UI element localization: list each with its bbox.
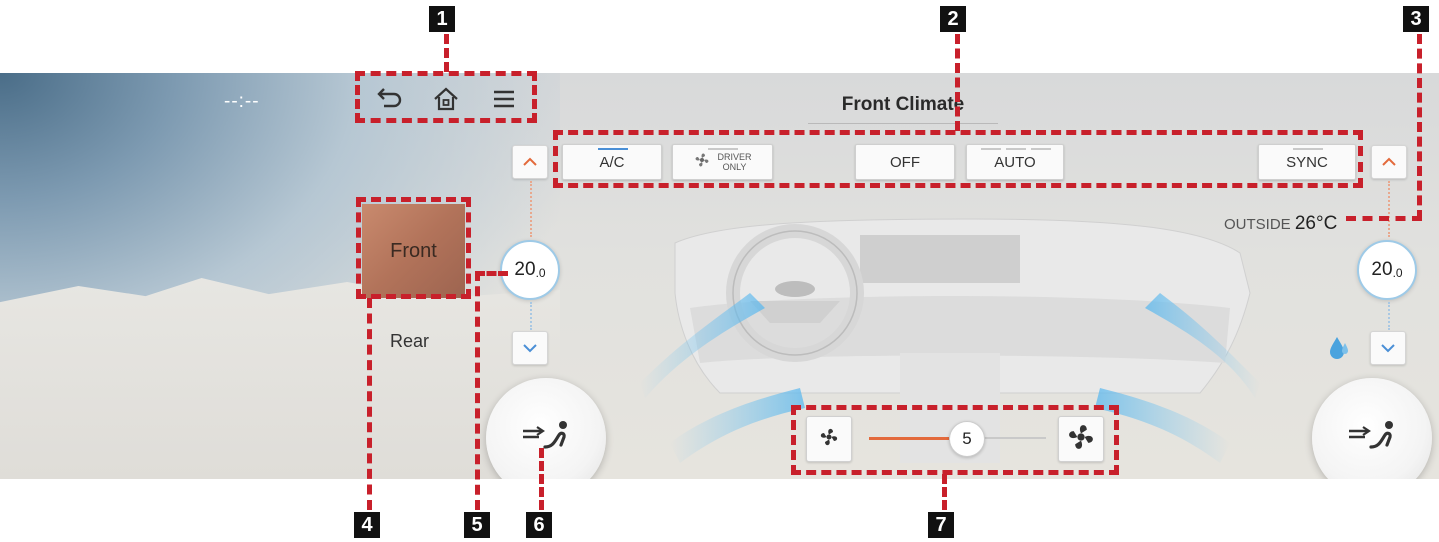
callout-leader-3 — [1417, 34, 1422, 220]
zone-rear-tab[interactable]: Rear — [390, 331, 429, 352]
clock: --:-- — [224, 91, 260, 112]
left-temp-scale-up — [530, 181, 532, 237]
callout-label-3: 3 — [1403, 6, 1429, 32]
right-temp-scale-up — [1388, 181, 1390, 237]
callout-leader-3b — [1346, 216, 1422, 221]
driver-only-line1: DRIVER — [717, 152, 752, 162]
sync-indicator — [1293, 148, 1323, 150]
auto-indicator-1 — [981, 148, 1001, 150]
callout-label-1: 1 — [429, 6, 455, 32]
ac-button[interactable]: A/C — [562, 144, 662, 180]
left-airflow-mode-button[interactable] — [486, 378, 606, 479]
auto-indicator-2 — [1006, 148, 1026, 150]
left-temp-up-button[interactable] — [512, 145, 548, 179]
left-temp-display[interactable]: 20.0 — [500, 240, 560, 300]
ac-label: A/C — [599, 153, 625, 171]
airflow-face-icon — [1345, 419, 1399, 458]
outside-label: OUTSIDE — [1224, 216, 1291, 233]
driver-only-label: DRIVER ONLY — [717, 152, 751, 172]
sync-button[interactable]: SYNC — [1258, 144, 1356, 180]
driver-only-indicator — [708, 148, 738, 150]
driver-only-line2: ONLY — [722, 162, 747, 172]
right-temp-decimal: .0 — [1392, 266, 1403, 280]
callout-label-2: 2 — [940, 6, 966, 32]
zone-rear-label: Rear — [390, 331, 430, 351]
outside-temperature: OUTSIDE 26°C — [1224, 213, 1337, 235]
off-button[interactable]: OFF — [855, 144, 955, 180]
auto-label: AUTO — [994, 153, 1036, 171]
left-temp-down-button[interactable] — [512, 331, 548, 365]
callout-label-5: 5 — [464, 512, 490, 538]
menu-icon[interactable] — [489, 84, 519, 114]
ac-indicator — [598, 148, 628, 150]
right-temp-down-button[interactable] — [1370, 331, 1406, 365]
right-temp-value: 20 — [1371, 259, 1393, 280]
off-label: OFF — [890, 153, 920, 171]
left-temp-scale-down — [530, 302, 532, 330]
callout-leader-1 — [444, 34, 449, 72]
back-icon[interactable] — [374, 84, 404, 114]
callout-label-6: 6 — [526, 512, 552, 538]
auto-indicator-3 — [1031, 148, 1051, 150]
callout-leader-7 — [942, 474, 947, 510]
callout-leader-4 — [367, 298, 372, 510]
fan-small-icon — [818, 426, 840, 453]
fan-small-icon — [693, 151, 711, 173]
driver-only-button[interactable]: DRIVER ONLY — [672, 144, 773, 180]
airflow-face-icon — [519, 419, 573, 458]
callout-leader-6 — [539, 448, 544, 510]
callout-box-7 — [791, 405, 1119, 475]
left-temp-value: 20 — [514, 259, 536, 280]
callout-leader-2 — [955, 34, 960, 131]
fan-decrease-button[interactable] — [806, 416, 852, 462]
fan-large-icon — [1065, 421, 1097, 458]
outside-value: 26°C — [1294, 213, 1338, 234]
callout-leader-5 — [475, 271, 480, 510]
auto-button[interactable]: AUTO — [966, 144, 1064, 180]
fan-speed-value: 5 — [962, 429, 972, 448]
home-icon[interactable] — [431, 84, 461, 114]
fan-increase-button[interactable] — [1058, 416, 1104, 462]
right-airflow-mode-button[interactable] — [1312, 378, 1432, 479]
callout-box-2 — [553, 130, 1363, 188]
callout-box-1 — [355, 71, 537, 123]
fan-slider-track — [984, 437, 1046, 439]
title-divider — [808, 123, 998, 124]
callout-box-4 — [356, 197, 471, 299]
fan-speed-knob[interactable]: 5 — [949, 421, 985, 457]
left-temp-decimal: .0 — [535, 266, 546, 280]
right-temp-scale-down — [1388, 302, 1390, 330]
zone-front-tab[interactable]: Front — [362, 204, 465, 298]
sync-label: SYNC — [1286, 153, 1328, 171]
nav-buttons — [360, 77, 533, 121]
callout-label-4: 4 — [354, 512, 380, 538]
fan-slider-filled — [869, 437, 949, 440]
callout-leader-5a — [475, 271, 508, 276]
zone-front-label: Front — [390, 239, 437, 262]
humidity-icon — [1328, 335, 1350, 366]
callout-label-7: 7 — [928, 512, 954, 538]
right-temp-up-button[interactable] — [1371, 145, 1407, 179]
right-temp-display[interactable]: 20.0 — [1357, 240, 1417, 300]
page-title: Front Climate — [841, 94, 965, 115]
dunes-background — [0, 278, 560, 479]
